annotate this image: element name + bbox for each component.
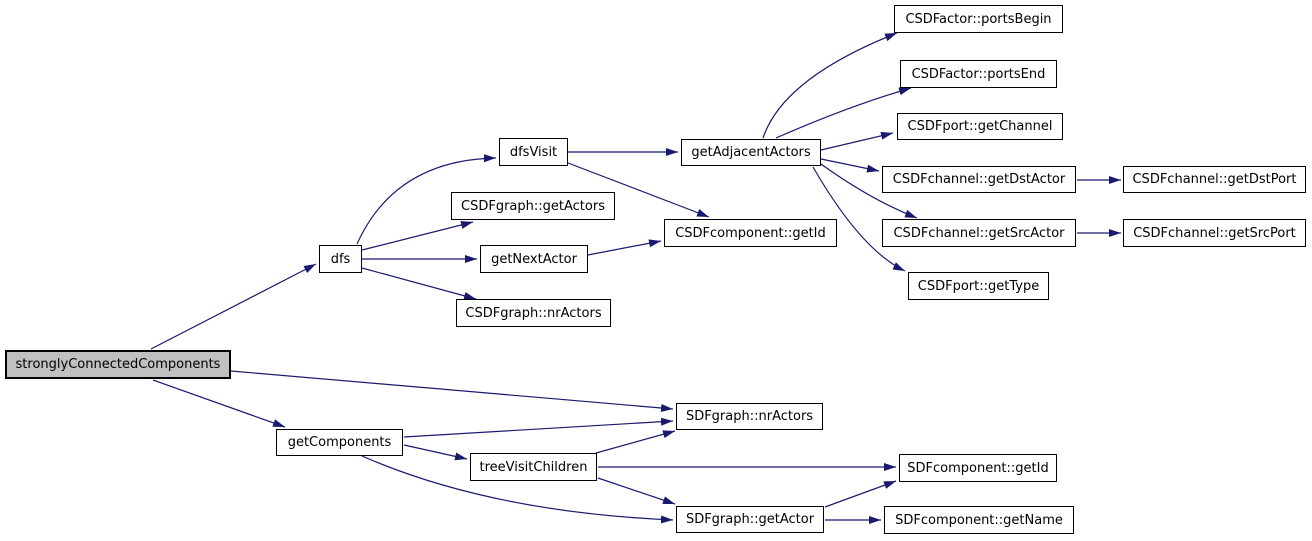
edge-dfsvisit-to-csdfcomponent-getid xyxy=(567,162,710,218)
edge-dfs-to-csdfgraph-getactors xyxy=(361,221,474,251)
edge-stronglyconnectedcomponents-to-sdfgraph-nractors xyxy=(230,370,674,412)
edge-getcomponents-to-sdfgraph-getactor xyxy=(361,455,674,524)
node-csdfactor-portsbegin[interactable]: CSDFactor::portsBegin xyxy=(894,5,1063,33)
node-sdfcomponent-getname[interactable]: SDFcomponent::getName xyxy=(884,506,1074,534)
node-csdfgraph-nractors[interactable]: CSDFgraph::nrActors xyxy=(456,299,611,327)
edge-getcomponents-to-sdfgraph-nractors xyxy=(403,417,674,438)
node-sdfgraph-getactor[interactable]: SDFgraph::getActor xyxy=(676,506,824,533)
node-csdfgraph-getactors[interactable]: CSDFgraph::getActors xyxy=(451,192,615,220)
node-getadjacentactors[interactable]: getAdjacentActors xyxy=(681,139,821,166)
node-csdfcomponent-getid[interactable]: CSDFcomponent::getId xyxy=(664,219,837,247)
node-sdfcomponent-getid[interactable]: SDFcomponent::getId xyxy=(899,454,1057,482)
node-dfsvisit[interactable]: dfsVisit xyxy=(499,138,568,166)
node-csdfport-gettype[interactable]: CSDFport::getType xyxy=(908,272,1049,300)
node-getnextactor[interactable]: getNextActor xyxy=(480,245,588,273)
edge-treevisitchildren-to-sdfgraph-nractors xyxy=(595,430,676,454)
edge-getadjacentactors-to-csdfactor-portsbegin xyxy=(762,32,898,139)
edge-dfs-to-csdfgraph-nractors xyxy=(361,267,477,300)
node-csdfactor-portsend[interactable]: CSDFactor::portsEnd xyxy=(900,60,1057,88)
edge-getadjacentactors-to-csdfchannel-getsrcactor xyxy=(820,163,918,219)
edge-stronglyconnectedcomponents-to-getcomponents xyxy=(152,379,286,428)
edge-dfs-to-dfsvisit xyxy=(356,154,497,245)
node-csdfchannel-getsrcport[interactable]: CSDFchannel::getSrcPort xyxy=(1123,219,1306,247)
edge-getadjacentactors-to-csdfchannel-getdstactor xyxy=(820,158,880,173)
node-sdfgraph-nractors[interactable]: SDFgraph::nrActors xyxy=(676,403,823,430)
node-getcomponents[interactable]: getComponents xyxy=(276,429,403,456)
node-treevisitchildren[interactable]: treeVisitChildren xyxy=(470,453,597,481)
node-csdfport-getchannel[interactable]: CSDFport::getChannel xyxy=(897,113,1063,140)
edge-sdfgraph-getactor-to-sdfcomponent-getid xyxy=(824,480,897,508)
edge-stronglyconnectedcomponents-to-dfs xyxy=(150,263,317,350)
node-csdfchannel-getsrcactor[interactable]: CSDFchannel::getSrcActor xyxy=(882,219,1076,247)
edge-getnextactor-to-csdfcomponent-getid xyxy=(587,239,662,256)
edge-treevisitchildren-to-sdfgraph-getactor xyxy=(597,477,676,505)
edge-getcomponents-to-treevisitchildren xyxy=(403,444,468,461)
node-csdfchannel-getdstport[interactable]: CSDFchannel::getDstPort xyxy=(1123,166,1306,193)
node-dfs[interactable]: dfs xyxy=(319,245,362,273)
edge-getadjacentactors-to-csdfport-getchannel xyxy=(820,131,894,151)
edge-getadjacentactors-to-csdfactor-portsend xyxy=(775,87,912,139)
node-stronglyconnectedcomponents: stronglyConnectedComponents xyxy=(5,350,231,379)
edge-getadjacentactors-to-csdfport-gettype xyxy=(812,166,906,272)
node-csdfchannel-getdstactor[interactable]: CSDFchannel::getDstActor xyxy=(882,166,1076,193)
